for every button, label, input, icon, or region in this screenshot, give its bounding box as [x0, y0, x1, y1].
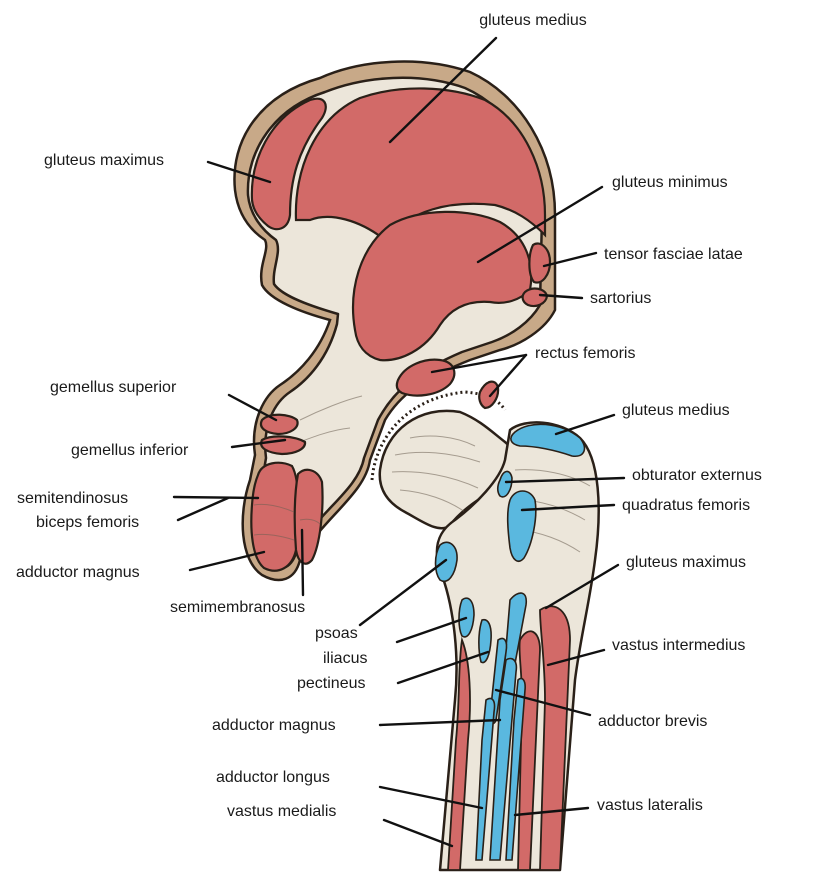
- label-semimembranosus: semimembranosus: [170, 599, 305, 616]
- label-gluteus-minimus: gluteus minimus: [612, 174, 728, 191]
- sartorius-origin: [523, 289, 547, 306]
- label-adductor-magnus-femur: adductor magnus: [212, 717, 336, 734]
- label-gluteus-medius-ilium: gluteus medius: [479, 12, 587, 29]
- gemellus-inferior-origin: [261, 436, 305, 454]
- label-gluteus-maximus-ilium: gluteus maximus: [44, 152, 164, 169]
- label-adductor-longus: adductor longus: [216, 769, 330, 786]
- label-quadratus-femoris: quadratus femoris: [622, 497, 750, 514]
- label-gemellus-superior: gemellus superior: [50, 379, 177, 396]
- label-biceps-femoris: biceps femoris: [36, 514, 139, 531]
- label-iliacus: iliacus: [323, 650, 367, 667]
- label-pectineus: pectineus: [297, 675, 366, 692]
- tensor-fasciae-latae-origin: [529, 244, 550, 283]
- gemellus-superior-origin: [261, 415, 298, 434]
- label-obturator-externus: obturator externus: [632, 467, 762, 484]
- label-gemellus-inferior: gemellus inferior: [71, 442, 189, 459]
- label-adductor-magnus-pelvis: adductor magnus: [16, 564, 140, 581]
- label-sartorius: sartorius: [590, 290, 651, 307]
- label-vastus-medialis: vastus medialis: [227, 803, 336, 820]
- label-semitendinosus: semitendinosus: [17, 490, 128, 507]
- label-vastus-intermedius: vastus intermedius: [612, 637, 745, 654]
- label-tensor-fasciae-latae: tensor fasciae latae: [604, 246, 743, 263]
- label-psoas: psoas: [315, 625, 358, 642]
- vastus-lateralis-origin: [540, 606, 570, 870]
- label-rectus-femoris: rectus femoris: [535, 345, 635, 362]
- label-adductor-brevis: adductor brevis: [598, 713, 707, 730]
- rectus-femoris-origin-reflected: [479, 382, 498, 408]
- semimembranosus-origin: [295, 470, 323, 564]
- label-gluteus-medius-femur: gluteus medius: [622, 402, 730, 419]
- label-vastus-lateralis: vastus lateralis: [597, 797, 703, 814]
- label-gluteus-maximus-femur: gluteus maximus: [626, 554, 746, 571]
